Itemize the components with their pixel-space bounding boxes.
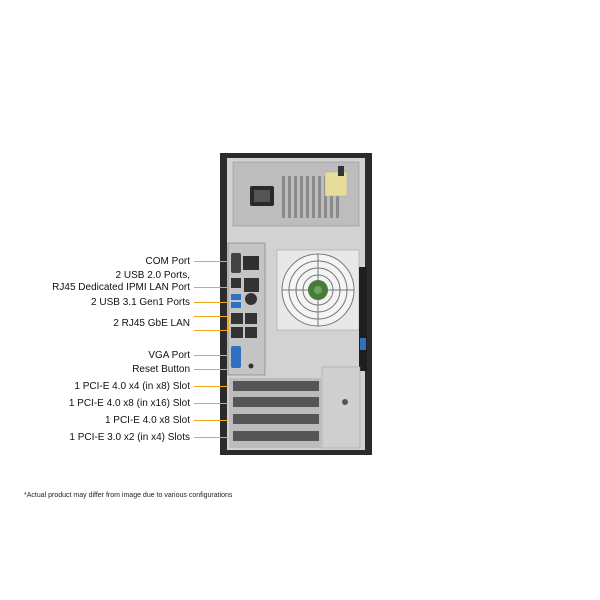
psu-label [324, 171, 348, 197]
pcie-slot-4 [233, 431, 319, 441]
pcie-x8-x16-label: 1 PCI-E 4.0 x8 (in x16) Slot [68, 398, 190, 409]
com-port-leader [194, 261, 228, 262]
reset-button [248, 363, 254, 369]
ipmi-lan-label: RJ45 Dedicated IPMI LAN Port [52, 282, 190, 293]
reset-leader [194, 369, 228, 370]
disclaimer-note: *Actual product may differ from image du… [24, 492, 233, 499]
psu-vents [282, 176, 339, 218]
usb3-connector-2 [231, 302, 241, 308]
pcie-30-label: 1 PCI-E 3.0 x2 (in x4) Slots [69, 432, 190, 443]
com-connector [231, 253, 241, 273]
pcie-x4-leader [194, 386, 228, 387]
pcie-slot-1 [233, 381, 319, 391]
side-panel-lock [321, 366, 361, 449]
pcie-x8-x16-leader [194, 403, 228, 404]
ipmi-lan-connector [244, 278, 259, 292]
vga-connector [231, 346, 241, 368]
com-port-label: COM Port [145, 256, 190, 267]
vga-leader [194, 355, 228, 356]
lan-connector-3 [231, 327, 243, 338]
lan-connector-2 [245, 313, 257, 324]
reset-button-label: Reset Button [132, 364, 190, 375]
usb2-ports-label: 2 USB 2.0 Ports, [115, 270, 190, 281]
pcie-x8-leader [194, 420, 228, 421]
lan-connector-1 [231, 313, 243, 324]
rj45-lan-bracket [194, 316, 229, 331]
usb31-ports-label: 2 USB 3.1 Gen1 Ports [91, 297, 190, 308]
vga-port-label: VGA Port [148, 350, 190, 361]
rj45-lan-label: 2 RJ45 GbE LAN [113, 318, 190, 329]
pcie-slot-3 [233, 414, 319, 424]
usb31-leader [194, 302, 228, 303]
usb3-connector-1 [231, 294, 241, 300]
usb2-connector [231, 278, 241, 288]
pcie-x4-label: 1 PCI-E 4.0 x4 (in x8) Slot [74, 381, 190, 392]
side-handle [359, 267, 367, 371]
pcie-slot-2 [233, 397, 319, 407]
usb2-ipmi-leader [194, 287, 228, 288]
side-latch [360, 338, 366, 350]
pcie-30-leader [194, 437, 228, 438]
pcie-x8-label: 1 PCI-E 4.0 x8 Slot [104, 415, 190, 426]
lan-connector-4 [245, 327, 257, 338]
